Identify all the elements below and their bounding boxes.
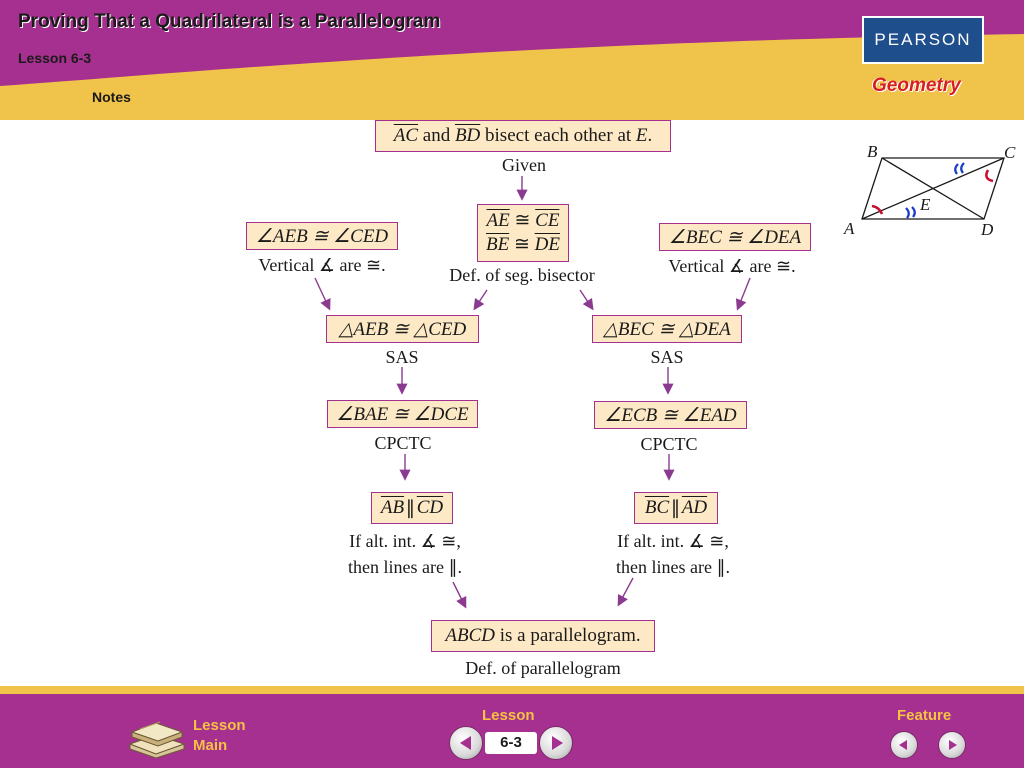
vertical-angles-right-box: ∠BEC ≅ ∠DEA [659,223,811,251]
vertical-angles-left-box: ∠AEB ≅ ∠CED [246,222,398,250]
arrow-left-icon [459,736,471,750]
seg-ae: AE [486,210,510,231]
arrow-right-icon [949,740,957,750]
header-swoosh [0,34,1024,116]
given-rest: bisect each other at [480,125,636,146]
cpctc-right-reason: CPCTC [640,434,698,454]
lesson-main-link[interactable]: Lesson Main [193,716,246,756]
alt-int-right-line2: then lines are ∥. [616,557,730,577]
alt-int-right-line1: If alt. int. ∡ ≅, [617,531,729,551]
angles-right-box: ∠ECB ≅ ∠EAD [594,401,747,429]
seg-cd: CD [416,497,444,518]
footer-stripe [0,686,1024,694]
feature-nav-label: Feature [897,707,952,724]
triangles-right-box: △BEC ≅ △DEA [592,315,742,343]
notes-link[interactable]: Notes [92,89,131,105]
given-box: AC and BD bisect each other at E. [375,120,671,152]
seg-be: BE [486,234,510,255]
sas-right-reason: SAS [650,347,684,367]
feature-next-button[interactable] [938,731,966,759]
seg-de: DE [534,234,560,255]
parallel-symbol-left: ∥ [405,497,416,519]
alt-int-left-line1: If alt. int. ∡ ≅, [349,531,461,551]
flow-proof: AC and BD bisect each other at E. Given … [0,120,1024,686]
parallel-left-box: AB ∥ CD [371,492,453,524]
conclusion-box: ABCD is a parallelogram. [431,620,655,652]
seg-ad: AD [681,497,708,518]
vertical-angles-right-reason: Vertical ∡ are ≅. [668,256,796,276]
parallel-right-box: BC ∥ AD [634,492,718,524]
page-title: Proving That a Quadrilateral is a Parall… [18,11,441,32]
seg-bisector-reason: Def. of seg. bisector [449,265,595,285]
given-end: . [647,125,653,146]
angles-left-box: ∠BAE ≅ ∠DCE [327,400,478,428]
lesson-subtitle: Lesson 6-3 [18,50,92,66]
cong-symbol-2: ≅ [509,234,535,255]
given-point: E [635,125,648,146]
lesson-prev-button[interactable] [449,726,483,760]
vertical-angles-left-reason: Vertical ∡ are ≅. [258,255,386,275]
seg-bd: BD [454,125,481,146]
arrow-left-icon [899,740,907,750]
feature-prev-button[interactable] [890,731,918,759]
conclusion-rest: is a parallelogram. [495,625,641,646]
books-icon[interactable] [126,714,188,758]
label-d: D [980,220,994,238]
given-and: and [418,125,455,146]
lesson-nav-label: Lesson [482,707,535,724]
triangles-left-box: △AEB ≅ △CED [326,315,479,343]
alt-int-right-reason: If alt. int. ∡ ≅, then lines are ∥. [598,528,748,580]
header: Proving That a Quadrilateral is a Parall… [0,0,1024,116]
segment-marks [905,162,965,219]
label-e: E [919,195,931,214]
lesson-main-line1: Lesson [193,717,246,734]
label-c: C [1004,143,1016,162]
sas-left-reason: SAS [385,347,419,367]
lesson-next-button[interactable] [539,726,573,760]
header-divider [0,116,1024,120]
cong-symbol-1: ≅ [509,210,536,231]
label-a: A [843,219,855,238]
proof-arrows [314,176,751,609]
angle-marks [871,169,994,215]
parallel-symbol-right: ∥ [670,497,681,519]
seg-ac: AC [393,125,419,146]
seg-bc: BC [644,497,670,518]
arrow-right-icon [551,736,563,750]
alt-int-left-line2: then lines are ∥. [348,557,462,577]
pearson-logo: PEARSON [862,16,984,64]
quad-name: ABCD [445,625,495,646]
lesson-number: 6-3 [485,732,537,754]
label-b: B [867,142,878,161]
given-reason: Given [502,155,546,175]
conclusion-reason: Def. of parallelogram [465,658,621,678]
lesson-main-line2: Main [193,737,228,754]
seg-congruent-box: AE ≅ CE BE ≅ DE [477,204,569,262]
geometry-label: Geometry [872,75,961,96]
seg-ce: CE [535,210,560,231]
alt-int-left-reason: If alt. int. ∡ ≅, then lines are ∥. [330,528,480,580]
cpctc-left-reason: CPCTC [374,433,432,453]
seg-ab: AB [380,497,405,518]
parallelogram-figure: B C A D E [843,142,1016,238]
